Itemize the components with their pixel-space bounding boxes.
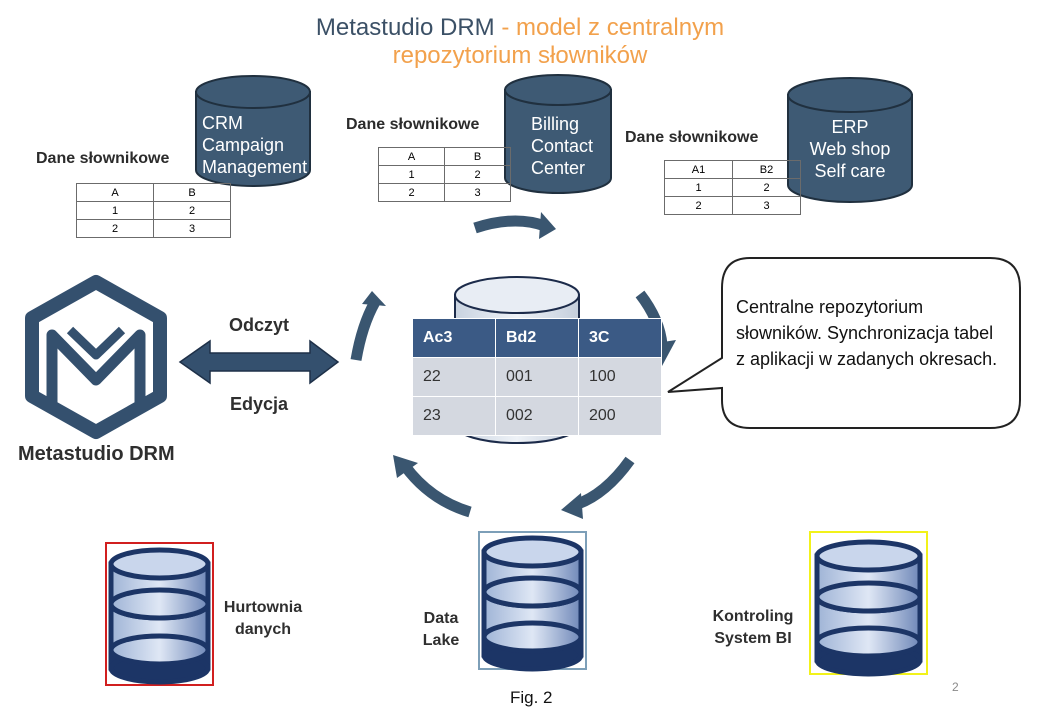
erp-line3: Self care [814,161,886,181]
table-cell: 2 [732,178,801,197]
table-header-cell: B2 [732,160,801,179]
cycle-arrow-bottom [573,456,635,511]
central-cell: 001 [495,357,579,397]
metastudio-logo-icon [25,275,167,439]
central-header-cell: 3C [578,318,662,358]
central-cell: 23 [412,396,496,436]
central-cell: 002 [495,396,579,436]
table-header-cell: A [76,183,154,202]
table-cell: 1 [378,165,445,184]
warehouse-label-line1: Hurtownia [223,599,303,616]
billing-line1: Billing [531,114,580,134]
warehouse-label-line2: danych [234,621,291,638]
warehouse-frame [105,542,214,686]
arrowhead-upleft [362,291,386,306]
datalake-label-line2: Lake [422,632,460,649]
crm-cylinder [195,75,311,187]
central-repository-table: Ac3 Bd2 3C 22 001 100 23 002 200 [412,318,662,436]
table-header-cell: B [153,183,231,202]
arrowhead-top [539,212,556,239]
callout-bubble [667,257,1021,429]
title-part2: - model z centralnym [494,14,725,41]
table-cell: 3 [732,196,801,215]
erp-data-label: Dane słownikowe [625,129,759,146]
page-number: 2 [952,680,959,694]
erp-cylinder-text: ERP Web shop Self care [790,116,910,182]
arrowhead-left [393,455,418,478]
table-cell: 3 [153,219,231,238]
logo-label: Metastudio DRM [18,443,175,465]
datalake-label: Data Lake [405,608,477,652]
billing-line3: Center [531,158,586,178]
central-header-cell: Bd2 [495,318,579,358]
edit-label: Edycja [230,394,289,414]
crm-line1: CRM [202,113,243,133]
database-icon-bi [814,539,923,677]
table-cell: 2 [444,165,511,184]
title-part1: Metastudio DRM [315,14,495,41]
erp-line1: ERP [831,117,869,137]
title-line2: repozytorium słowników [392,42,648,69]
read-label: Odczyt [229,315,290,335]
crm-line3: Management [202,157,308,177]
table-cell: 3 [444,183,511,202]
bi-label-line2: System BI [714,630,792,647]
crm-data-label: Dane słownikowe [36,150,170,167]
database-icon-warehouse [108,547,211,685]
billing-line2: Contact [531,136,594,156]
table-header-cell: A1 [664,160,733,179]
figure-caption: Fig. 2 [510,688,553,707]
database-icon-datalake [481,535,584,672]
central-cell: 200 [578,396,662,436]
table-cell: 2 [76,219,154,238]
central-cell: 100 [578,357,662,397]
billing-cylinder-text: Billing Contact Center [531,113,593,179]
table-cell: 2 [378,183,445,202]
table-header-cell: A [378,147,445,166]
table-cell: 2 [153,201,231,220]
table-header-cell: B [444,147,511,166]
arrowhead-bottom [561,493,583,519]
diagram-title-line2: repozytorium słowników [0,42,1040,70]
erp-cylinder [787,77,913,203]
cycle-arrow-top [473,215,547,234]
diagram-title: Metastudio DRM - model z centralnym [0,14,1040,42]
warehouse-label: Hurtownia danych [213,597,313,641]
read-edit-double-arrow [178,339,340,385]
bi-label-line1: Kontroling [712,608,794,625]
callout-text: Centralne repozytorium słowników. Synchr… [736,297,998,369]
central-cell: 22 [412,357,496,397]
cycle-arrow-left [400,462,472,518]
table-cell: 2 [664,196,733,215]
datalake-label-line1: Data [423,610,459,627]
table-cell: 1 [76,201,154,220]
table-cell: 1 [664,178,733,197]
bi-label: Kontroling System BI [700,606,806,650]
crm-cylinder-text: CRM Campaign Management [202,112,307,178]
crm-line2: Campaign [202,135,285,155]
erp-line2: Web shop [809,139,891,159]
central-header-cell: Ac3 [412,318,496,358]
cycle-arrow-upleft [350,299,380,361]
billing-data-label: Dane słownikowe [346,116,480,133]
